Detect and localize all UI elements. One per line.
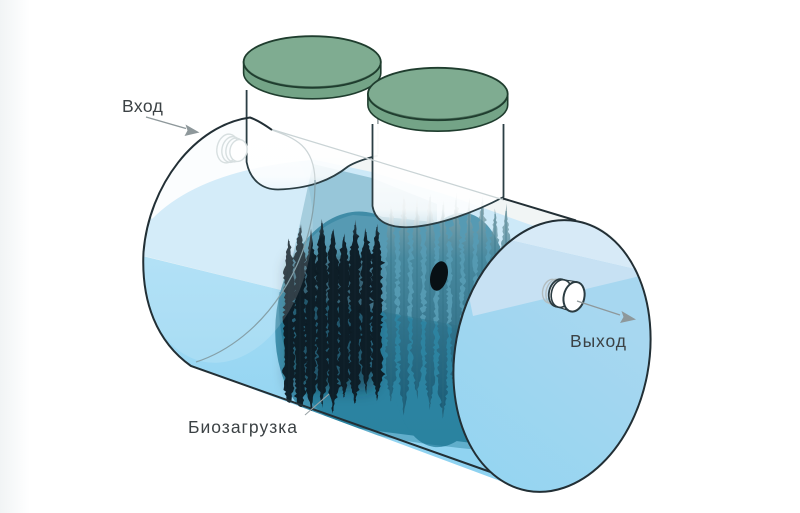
svg-text:Вход: Вход	[122, 96, 163, 116]
svg-text:Биозагрузка: Биозагрузка	[188, 417, 298, 437]
svg-text:Выход: Выход	[570, 331, 627, 351]
